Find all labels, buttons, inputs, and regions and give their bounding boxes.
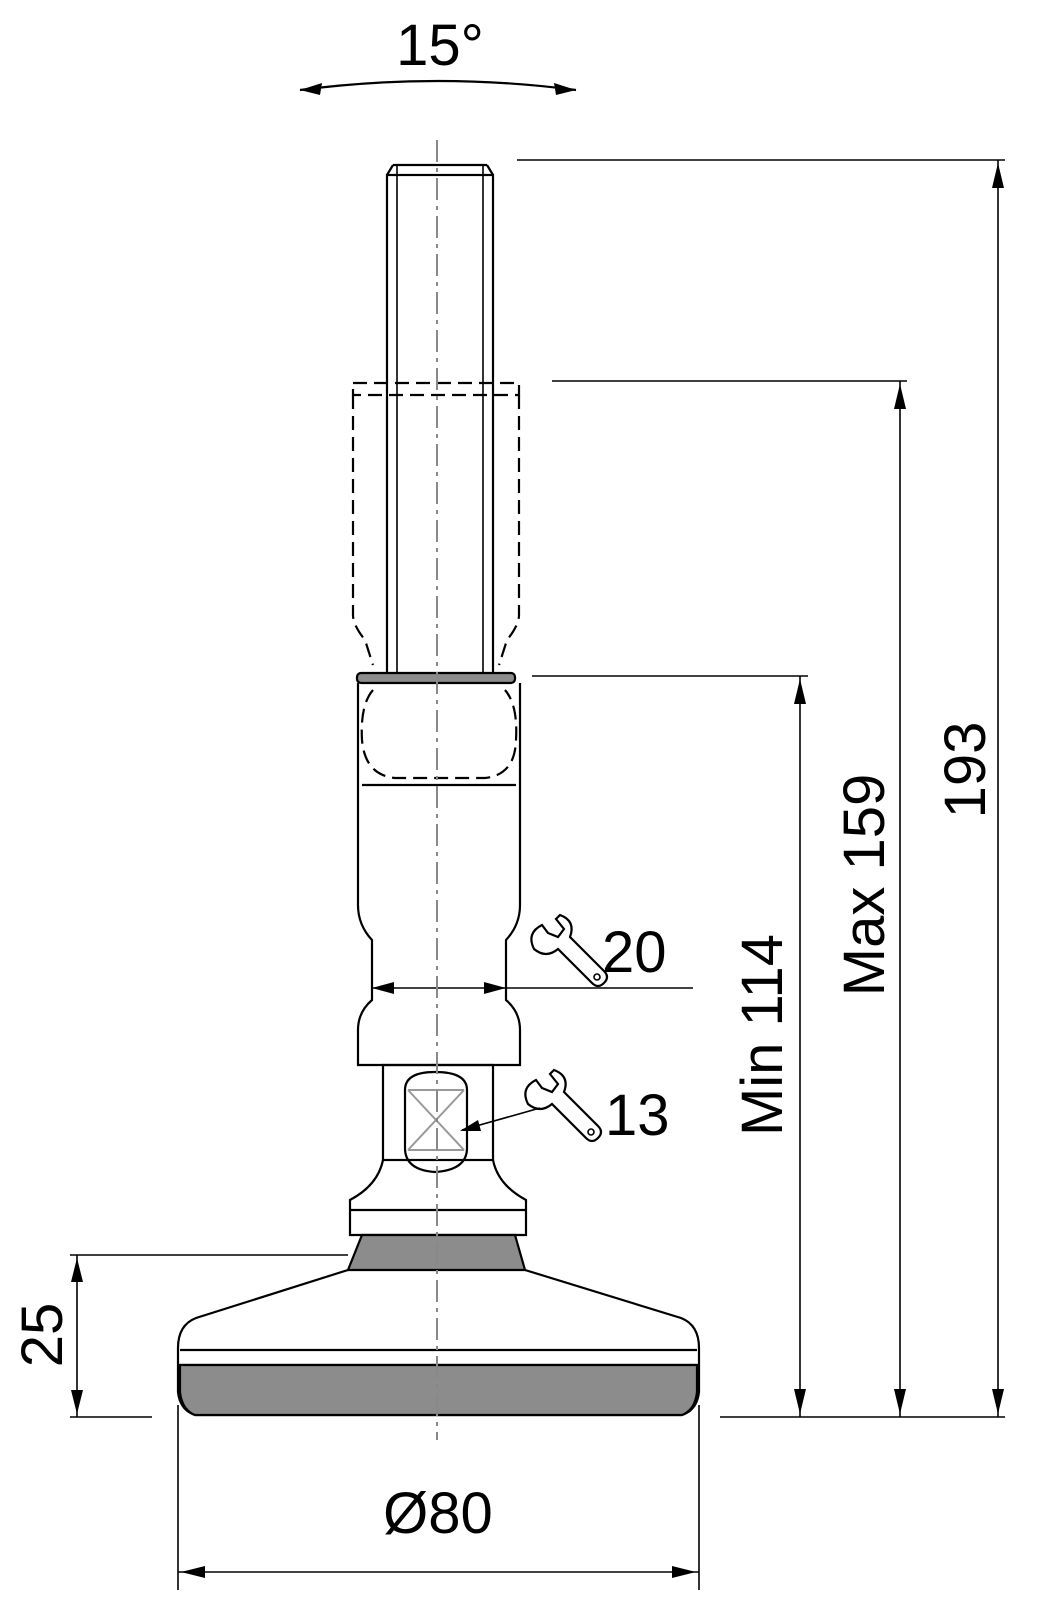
min-height-dimension: Min 114 bbox=[532, 675, 808, 1417]
base-diameter-label: Ø80 bbox=[383, 1481, 493, 1546]
extended-position-outline bbox=[351, 381, 521, 780]
base-plate bbox=[176, 1268, 701, 1417]
base-diameter-dimension: Ø80 bbox=[177, 1405, 1005, 1590]
wrench-icon bbox=[524, 1068, 603, 1143]
wrench-13-label: 13 bbox=[605, 1083, 670, 1148]
max-height-label: Max 159 bbox=[832, 774, 897, 996]
total-height-label: 193 bbox=[933, 722, 998, 819]
base-height-label: 25 bbox=[10, 1303, 75, 1368]
wrench-20-dimension: 20 bbox=[372, 913, 693, 994]
wrench-20-label: 20 bbox=[602, 920, 667, 985]
max-height-dimension: Max 159 bbox=[552, 380, 907, 1417]
tilt-angle-label: 15° bbox=[396, 13, 484, 78]
base-height-dimension: 25 bbox=[10, 1254, 348, 1418]
min-height-label: Min 114 bbox=[730, 934, 795, 1136]
hex-sleeve bbox=[356, 683, 522, 1067]
total-height-dimension: 193 bbox=[517, 159, 1005, 1417]
threaded-stud bbox=[385, 163, 495, 677]
wrench-13-callout: 13 bbox=[460, 1068, 670, 1148]
tilt-angle-indicator: 15° bbox=[299, 13, 577, 95]
wrench-icon bbox=[530, 913, 609, 988]
